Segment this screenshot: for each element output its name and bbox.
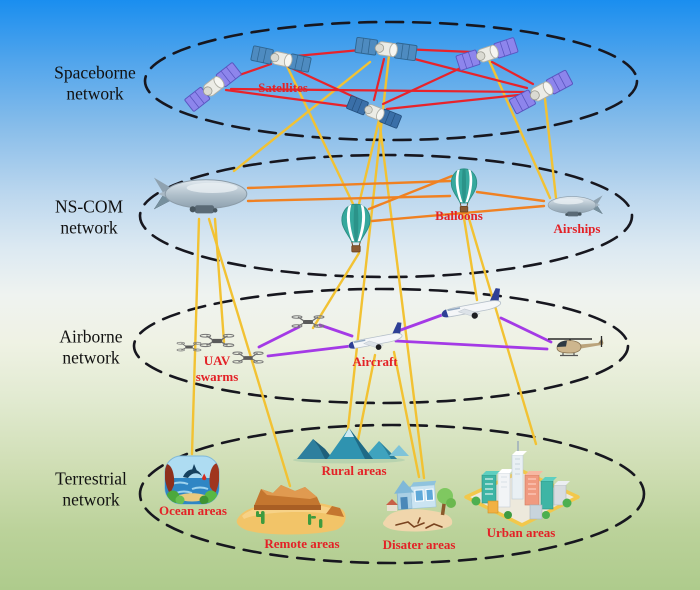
aircraft-label: Aircraft: [352, 354, 398, 370]
rural-areas-icon: [293, 428, 409, 464]
helicopter-icon: [547, 335, 605, 357]
rural-areas-label: Rural areas: [321, 463, 387, 479]
balloons-label: Balloons: [435, 208, 483, 224]
balloon-icon: [450, 168, 478, 213]
airborne-layer-label: Airborne network: [59, 326, 123, 368]
satellite-icon: [454, 36, 520, 72]
disaster-areas-icon: [383, 480, 456, 532]
satellite-icon: [353, 36, 419, 62]
uav-drone-icon: [199, 333, 235, 348]
satellite-icon: [183, 61, 243, 113]
urban-areas-icon: [464, 441, 580, 527]
aircraft-icon: [345, 321, 406, 355]
spaceborne-layer-label: Spaceborne network: [54, 62, 136, 104]
nscom-layer-label: NS-COM network: [54, 196, 124, 238]
airship-icon: [153, 177, 248, 214]
balloon-icon: [341, 203, 371, 253]
airborne-ellipse: [132, 287, 630, 405]
ocean-areas-label: Ocean areas: [159, 503, 227, 519]
nscom-links: [246, 174, 546, 223]
satellites-label: Satellites: [258, 80, 308, 96]
terrestrial-ellipse: [138, 423, 646, 565]
disaster-areas-label: Disater areas: [382, 537, 456, 553]
nscom-ellipse: [138, 153, 634, 279]
layer-boundaries: [132, 20, 646, 565]
airship-icon: [547, 195, 603, 217]
terrestrial-group: [164, 428, 580, 535]
uav-swarms-label: UAV swarms: [195, 353, 239, 384]
remote-areas-icon: [236, 485, 346, 535]
uav-drone-icon: [176, 341, 202, 352]
urban-areas-label: Urban areas: [486, 525, 556, 541]
airborne-links: [257, 313, 553, 358]
interlayer-links: [190, 53, 558, 488]
airships-label: Airships: [553, 221, 601, 237]
ocean-areas-icon: [164, 455, 220, 505]
spaceborne-ellipse: [143, 20, 639, 142]
nscom-group: [153, 168, 603, 253]
remote-areas-label: Remote areas: [264, 536, 340, 552]
terrestrial-layer-label: Terrestrial network: [55, 468, 127, 510]
